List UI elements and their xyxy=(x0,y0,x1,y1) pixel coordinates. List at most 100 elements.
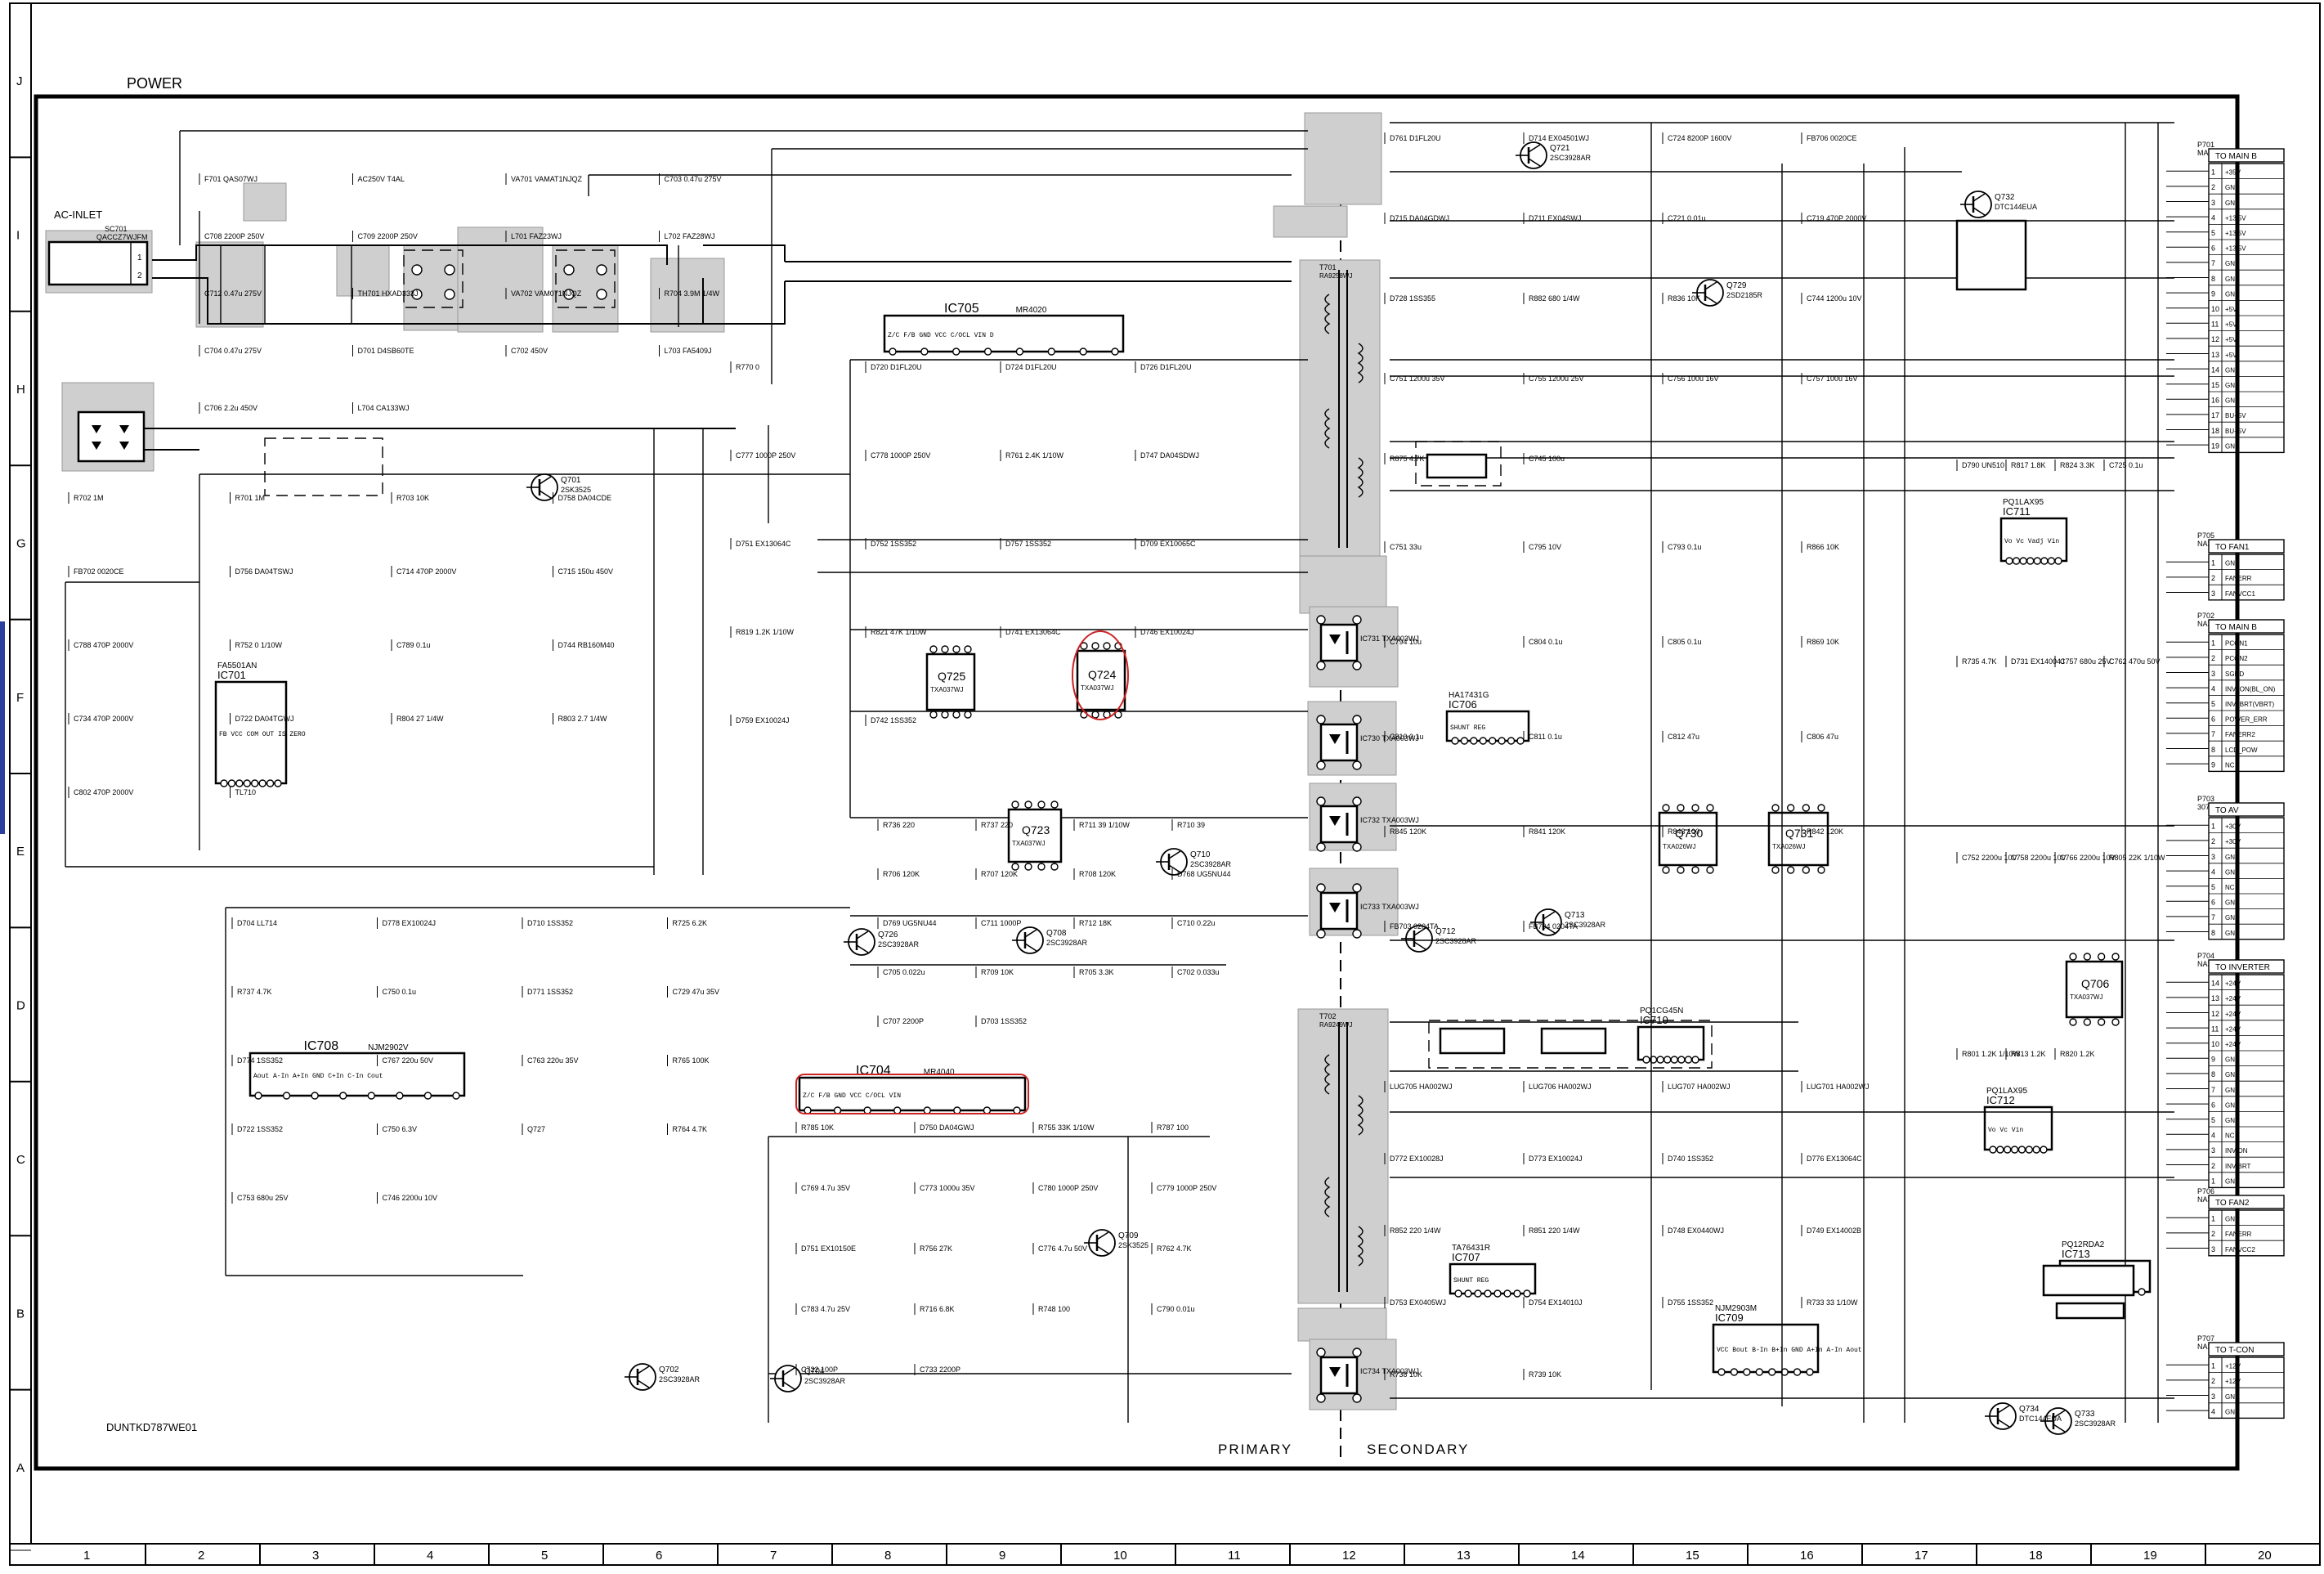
transistor-chip-part: TXA037WJ xyxy=(2070,993,2102,1001)
ic704-highlight xyxy=(795,1074,1029,1114)
component-label: D722 DA04TGWJ xyxy=(235,715,294,723)
transistor-chip-ref: Q731 xyxy=(1785,827,1813,840)
line-filter-wiring xyxy=(152,130,1308,384)
connector-pin-name: GND xyxy=(2225,1408,2240,1415)
ic-part: PQ1CG45N xyxy=(1640,1007,1683,1016)
component-label: D744 RB160M40 xyxy=(558,641,615,649)
component-label: C734 470P 2000V xyxy=(74,715,133,723)
column-number: 5 xyxy=(541,1549,548,1563)
connector-pin-number: 7 xyxy=(2211,913,2215,922)
component-label: R704 3.9M 1/4W xyxy=(665,289,720,298)
connector-pin-number: 14 xyxy=(2211,980,2219,988)
component-label: R805 22K 1/10W xyxy=(2109,854,2165,862)
connector-destination: TO FAN2 xyxy=(2215,1199,2250,1208)
connector-pin-number: 6 xyxy=(2211,1101,2215,1109)
component-label: R764 4.7K xyxy=(673,1125,708,1133)
ac-inlet: AC-INLET SC701 QACCZ7WJFM 1 2 xyxy=(45,209,153,294)
column-number: 8 xyxy=(884,1549,891,1563)
component-label: R748 100 xyxy=(1038,1305,1070,1313)
connector-pin-name: +13.5V xyxy=(2225,214,2246,222)
connector-pin-name: +5V xyxy=(2225,306,2237,313)
row-letter: H xyxy=(16,383,25,397)
ic-pin-labels: Z/C F/B GND VCC C/OCL VIN xyxy=(803,1092,901,1100)
component-label: C789 0.1u xyxy=(396,641,431,649)
transistor-chip-ref: Q725 xyxy=(938,670,965,683)
component-label: D751 EX10150E xyxy=(801,1244,856,1253)
component-label: F701 QAS07WJ xyxy=(204,175,257,183)
column-number: 7 xyxy=(770,1549,777,1563)
component-label: R738 10K xyxy=(1390,1370,1422,1379)
component-label: C745 100u xyxy=(1529,455,1565,463)
component-label: R709 10K xyxy=(981,968,1014,976)
component-label: D772 EX10028J xyxy=(1390,1155,1444,1163)
connector-pin-name: BU+5V xyxy=(2225,412,2246,419)
ic-ref: IC711 xyxy=(2003,505,2031,518)
component-label: R706 120K xyxy=(883,870,920,878)
component-label: D754 EX14010J xyxy=(1529,1298,1583,1307)
column-number: 12 xyxy=(1342,1549,1356,1563)
component-label: R735 4.7K xyxy=(1962,657,1997,666)
connector-ref: P705 xyxy=(2197,531,2214,540)
t701-ref: T701 xyxy=(1319,263,1337,271)
component-label: D726 D1FL20U xyxy=(1140,363,1192,371)
component-label: R737 4.7K xyxy=(237,988,272,996)
component-label: C750 6.3V xyxy=(383,1125,418,1133)
component-label: C773 1000u 35V xyxy=(920,1184,975,1192)
component-label: R736 220 xyxy=(883,821,915,829)
component-label: C757 100u 16V xyxy=(1807,374,1858,383)
connector-pin-name: FANVCC2 xyxy=(2225,1246,2255,1253)
component-label: R787 100 xyxy=(1157,1123,1189,1132)
ic-part: MR4020 xyxy=(1016,306,1047,315)
connector-pin-name: GND xyxy=(2225,930,2240,937)
ic-ref: IC709 xyxy=(1715,1312,1744,1324)
component-label: C708 2200P 250V xyxy=(204,232,264,240)
column-number: 17 xyxy=(1914,1549,1928,1563)
column-number: 6 xyxy=(656,1549,662,1563)
component-label: D774 1SS352 xyxy=(237,1056,283,1065)
component-label: R716 6.8K xyxy=(920,1305,955,1313)
connector-pin-name: FANVCC1 xyxy=(2225,590,2255,598)
connector-pin-number: 9 xyxy=(2211,289,2215,298)
connector-pin-name: INV-ON xyxy=(2225,1147,2248,1155)
component-label: R824 3.3K xyxy=(2060,461,2095,469)
component-label: C753 680u 25V xyxy=(237,1194,289,1202)
transistor-ref: Q713 xyxy=(1565,911,1585,920)
component-label: D741 EX13064C xyxy=(1005,628,1061,636)
ac-pin-1: 1 xyxy=(137,253,142,262)
connector-pin-number: 1 xyxy=(2211,823,2215,831)
component-label: R711 39 1/10W xyxy=(1079,821,1130,829)
connector-pin-number: 4 xyxy=(2211,868,2215,876)
component-label: C704 0.47u 275V xyxy=(204,347,262,355)
row-letter: I xyxy=(16,229,20,243)
connector-destination: TO MAIN B xyxy=(2215,623,2257,632)
component-label: C710 0.22u xyxy=(1177,919,1216,927)
connector-pin-name: +5V xyxy=(2225,336,2237,343)
component-label: D720 D1FL20U xyxy=(871,363,922,371)
component-label: LUG706 HA002WJ xyxy=(1529,1083,1592,1091)
component-label: C767 220u 50V xyxy=(383,1056,434,1065)
component-label: D704 LL714 xyxy=(237,919,277,927)
component-label: C805 0.1u xyxy=(1668,638,1702,646)
connector-pin-number: 2 xyxy=(2211,183,2215,191)
connector-pin-name: BU+5V xyxy=(2225,428,2246,435)
component-label: R819 1.2K 1/10W xyxy=(736,628,795,636)
transistor-ref: Q726 xyxy=(878,930,898,939)
connector-pin-name: GND xyxy=(2225,868,2240,876)
transistor-ref: Q712 xyxy=(1435,927,1456,936)
component-label: LUG707 HA002WJ xyxy=(1668,1083,1731,1091)
secondary-label: SECONDARY xyxy=(1367,1442,1469,1457)
transistor-part: 2SK3525 xyxy=(561,486,591,494)
component-label: D773 EX10024J xyxy=(1529,1155,1583,1163)
component-label: C793 0.1u xyxy=(1668,543,1702,551)
connector-pin-number: 5 xyxy=(2211,883,2215,891)
connector-pin-number: 8 xyxy=(2211,275,2215,283)
connector-pin-number: 13 xyxy=(2211,994,2219,1002)
column-number: 16 xyxy=(1800,1549,1814,1563)
row-letter: A xyxy=(16,1461,25,1475)
connectors: P701MA250WJTO MAIN B1+35V2GND3GND4+13.5V… xyxy=(2166,141,2285,1419)
page-title: POWER xyxy=(127,75,182,92)
connector-pin-number: 16 xyxy=(2211,397,2219,405)
transistor-part: 2SC3928AR xyxy=(1550,154,1592,162)
